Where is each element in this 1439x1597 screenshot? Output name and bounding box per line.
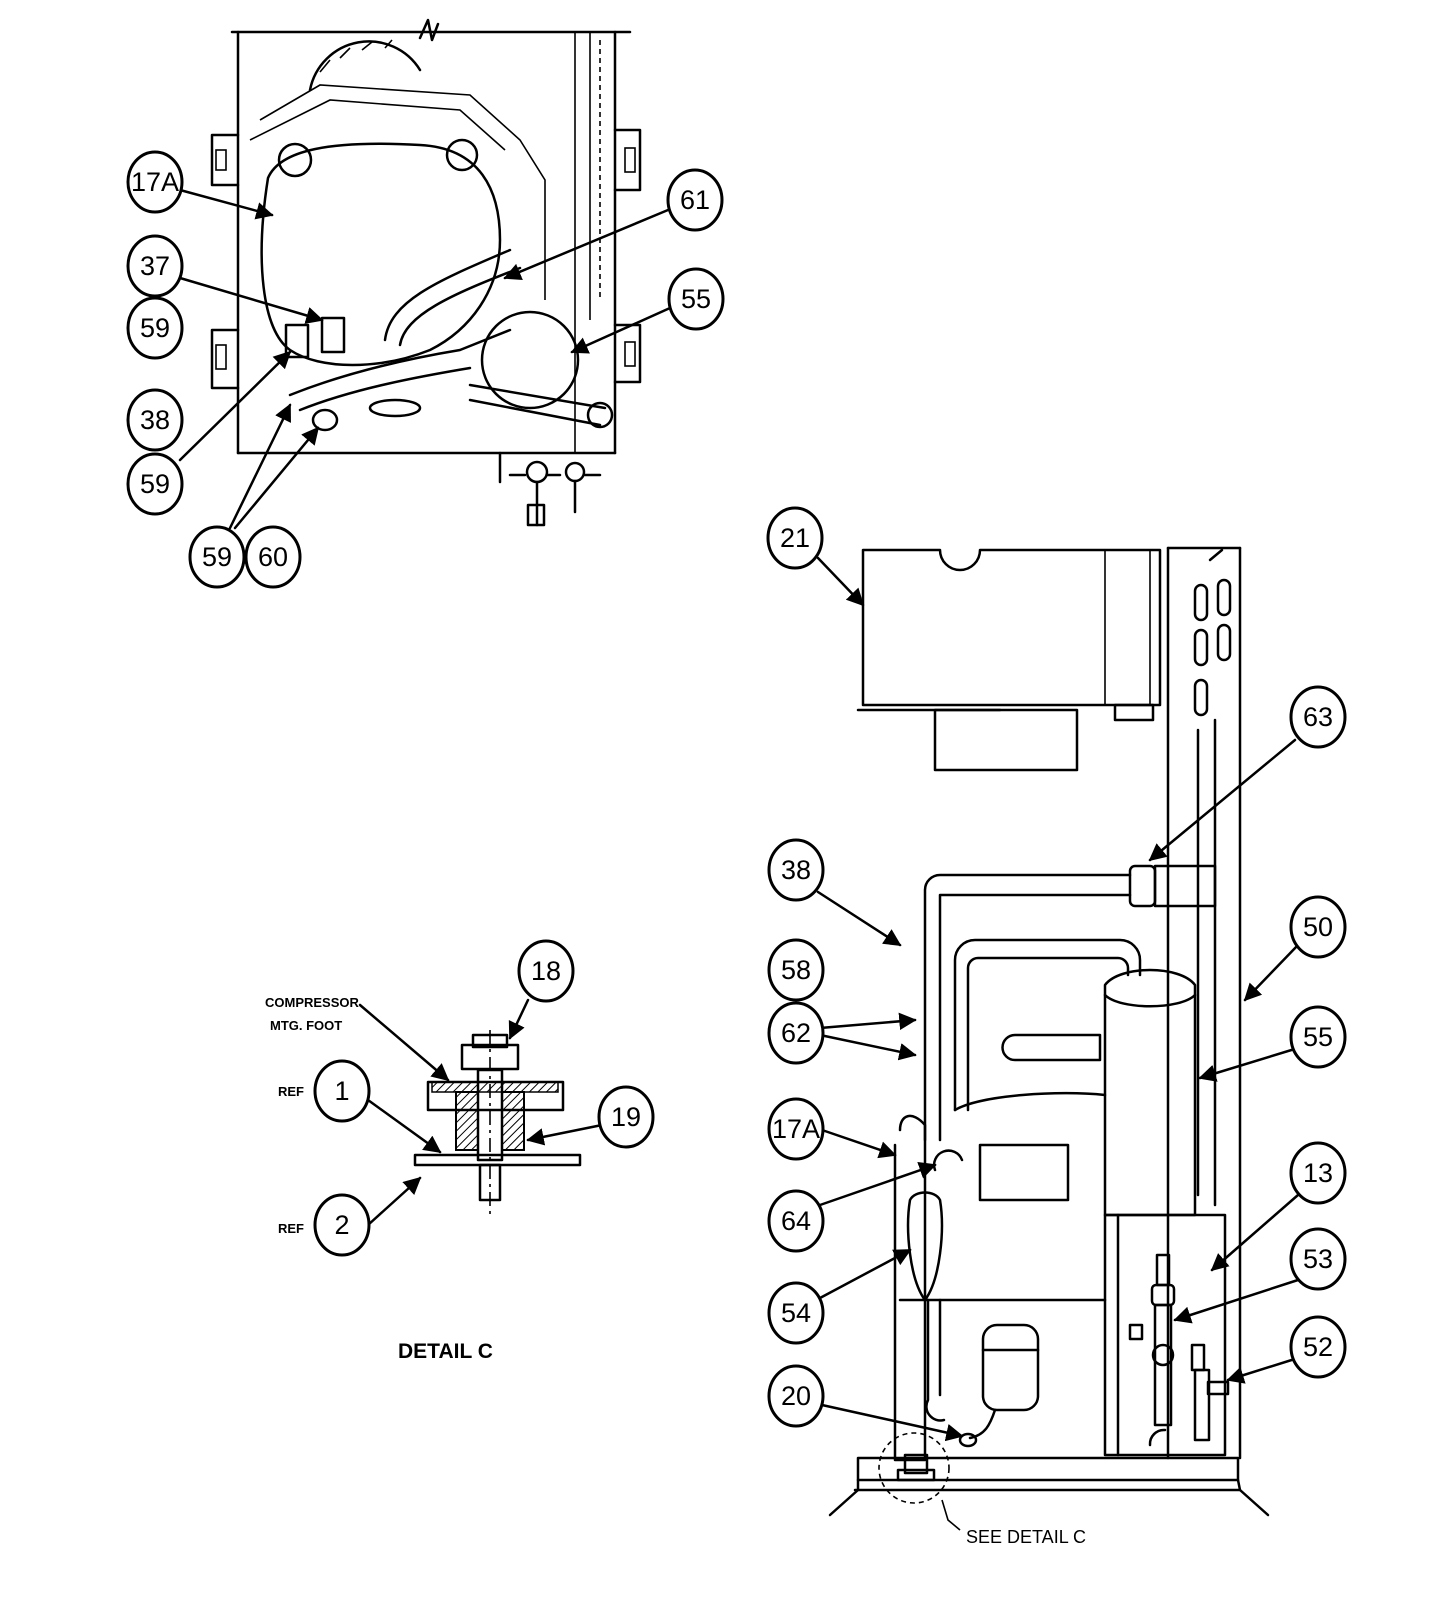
- callout-60-top: 60: [244, 525, 302, 589]
- see-detail-c-label: SEE DETAIL C: [966, 1527, 1086, 1547]
- svg-text:17A: 17A: [131, 167, 179, 197]
- callout-38-top: 38: [126, 388, 184, 452]
- callout-17a-side: 17A: [767, 1097, 825, 1161]
- svg-text:21: 21: [780, 523, 810, 553]
- callout-58-side: 58: [767, 938, 825, 1002]
- svg-text:20: 20: [781, 1381, 811, 1411]
- svg-text:13: 13: [1303, 1158, 1333, 1188]
- callout-19-detail: 19: [597, 1085, 655, 1149]
- callout-59-top-c: 59: [188, 525, 246, 589]
- callout-1-detail: 1: [313, 1059, 371, 1123]
- svg-text:38: 38: [781, 855, 811, 885]
- callout-61-top: 61: [666, 168, 724, 232]
- callout-55-side: 55: [1289, 1005, 1347, 1069]
- svg-text:MTG. FOOT: MTG. FOOT: [270, 1018, 342, 1033]
- svg-text:50: 50: [1303, 912, 1333, 942]
- side-leaders: [816, 556, 1300, 1442]
- callout-2-detail: 2: [313, 1193, 371, 1257]
- detail-c-drawing: [413, 1030, 582, 1215]
- svg-text:54: 54: [781, 1298, 811, 1328]
- svg-text:59: 59: [140, 469, 170, 499]
- svg-text:COMPRESSOR: COMPRESSOR: [265, 995, 360, 1010]
- svg-text:62: 62: [781, 1018, 811, 1048]
- callout-38-side: 38: [767, 838, 825, 902]
- top-view-drawing: [210, 18, 642, 527]
- ref-label-2: REF: [278, 1221, 304, 1236]
- svg-text:18: 18: [531, 956, 561, 986]
- callout-64-side: 64: [767, 1189, 825, 1253]
- svg-text:58: 58: [781, 955, 811, 985]
- side-view-drawing: [828, 546, 1270, 1531]
- svg-text:59: 59: [140, 313, 170, 343]
- svg-text:1: 1: [334, 1076, 349, 1106]
- callout-62-side: 62: [767, 1001, 825, 1065]
- callout-13-side: 13: [1289, 1141, 1347, 1205]
- callout-59-top-a: 59: [126, 296, 184, 360]
- svg-text:55: 55: [681, 284, 711, 314]
- detail-c-leaders: [358, 998, 604, 1227]
- svg-text:63: 63: [1303, 702, 1333, 732]
- callout-52-side: 52: [1289, 1315, 1347, 1379]
- svg-text:59: 59: [202, 542, 232, 572]
- detail-c-title: DETAIL C: [398, 1340, 493, 1363]
- svg-text:2: 2: [334, 1210, 349, 1240]
- callout-20-side: 20: [767, 1364, 825, 1428]
- svg-text:61: 61: [680, 185, 710, 215]
- callout-17a-top: 17A: [126, 150, 184, 214]
- callout-54-side: 54: [767, 1281, 825, 1345]
- callout-18-detail: 18: [517, 939, 575, 1003]
- callout-63-side: 63: [1289, 685, 1347, 749]
- svg-text:64: 64: [781, 1206, 811, 1236]
- callout-59-top-b: 59: [126, 452, 184, 516]
- callout-53-side: 53: [1289, 1227, 1347, 1291]
- svg-text:38: 38: [140, 405, 170, 435]
- svg-text:60: 60: [258, 542, 288, 572]
- svg-text:52: 52: [1303, 1332, 1333, 1362]
- compressor-mounting-foot-label: COMPRESSOR MTG. FOOT: [265, 995, 360, 1033]
- callout-55-top: 55: [667, 267, 725, 331]
- callout-21-side: 21: [766, 506, 824, 570]
- svg-text:17A: 17A: [772, 1114, 820, 1144]
- ref-label-1: REF: [278, 1084, 304, 1099]
- svg-text:19: 19: [611, 1102, 641, 1132]
- svg-text:55: 55: [1303, 1022, 1333, 1052]
- svg-text:37: 37: [140, 251, 170, 281]
- top-leaders: [178, 188, 672, 530]
- callout-37-top: 37: [126, 234, 184, 298]
- callout-50-side: 50: [1289, 895, 1347, 959]
- svg-text:53: 53: [1303, 1244, 1333, 1274]
